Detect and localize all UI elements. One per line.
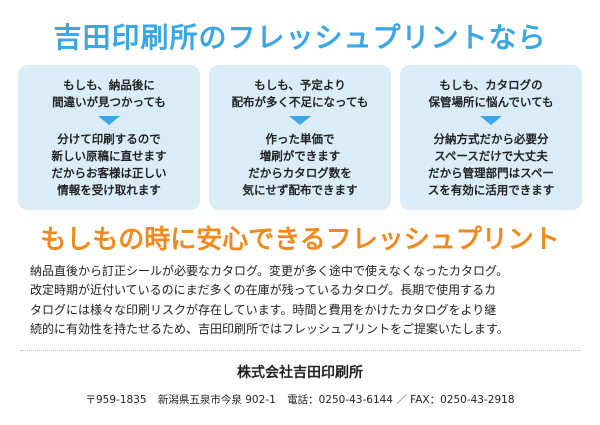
card-result-line: だからお客様は正しい (51, 166, 167, 180)
card-condition-line: 保管場所に悩んでいても (428, 95, 554, 109)
phone-fax: 電話：0250-43-6144 ／ FAX：0250-43-2918 (287, 394, 515, 406)
subheadline: もしもの時に安心できるフレッシュプリント (40, 225, 560, 255)
card-result-line: 気にせず配布できます (242, 183, 358, 197)
headline: 吉田印刷所のフレッシュプリントなら (53, 21, 547, 54)
feature-card: もしも、カタログの 保管場所に悩んでいても 分納方式だから必要分 スペースだけで… (400, 65, 582, 210)
card-result-line: 作った単価で (265, 132, 335, 146)
feature-card: もしも、納品後に 間違いが見つかっても 分けて印刷するので 新しい原稿に直せます… (18, 65, 200, 210)
company-name: 株式会社吉田印刷所 (237, 365, 363, 381)
card-condition: もしも、カタログの 保管場所に悩んでいても (400, 77, 582, 113)
card-result: 作った単価で 増刷ができます だからカタログ数を 気にせず配布できます (209, 131, 391, 199)
card-condition-line: 間違いが見つかっても (52, 95, 166, 109)
body-paragraph: 納品直後から訂正シールが必要なカタログ。変更が多く途中で使えなくなったカタログ。… (30, 262, 578, 340)
divider (20, 350, 580, 351)
card-result-line: スを有効に活用できます (427, 183, 555, 197)
card-condition-line: 配布が多く不足になっても (231, 95, 369, 109)
card-result-line: 新しい原稿に直せます (51, 149, 167, 163)
body-line: 続的に有効性を持たせるため、吉田印刷所ではフレッシュプリントをご提案いたします。 (30, 322, 509, 337)
down-arrow-icon (480, 116, 502, 125)
card-result: 分納方式だから必要分 スペースだけで大丈夫 だから管理部門はスペー スを有効に活… (400, 131, 582, 199)
feature-cards: もしも、納品後に 間違いが見つかっても 分けて印刷するので 新しい原稿に直せます… (18, 65, 582, 210)
card-result-line: 分納方式だから必要分 (433, 132, 549, 146)
down-arrow-icon (289, 116, 311, 125)
postal-code: 〒959-1835 (85, 394, 147, 406)
card-result-line: 情報を受け取れます (57, 183, 161, 197)
card-condition: もしも、納品後に 間違いが見つかっても (18, 77, 200, 113)
card-result-line: 分けて印刷するので (57, 132, 161, 146)
card-result-line: だから管理部門はスペー (428, 166, 554, 180)
body-line: 納品直後から訂正シールが必要なカタログ。変更が多く途中で使えなくなったカタログ。 (30, 264, 509, 278)
feature-card: もしも、予定より 配布が多く不足になっても 作った単価で 増刷ができます だから… (209, 65, 391, 210)
card-result: 分けて印刷するので 新しい原稿に直せます だからお客様は正しい 情報を受け取れま… (18, 131, 200, 199)
card-condition: もしも、予定より 配布が多く不足になっても (209, 77, 391, 113)
card-result-line: だからカタログ数を (248, 166, 352, 180)
contact-info: 〒959-1835 新潟県五泉市今泉 902-1 電話：0250-43-6144… (0, 392, 600, 407)
card-result-line: 増刷ができます (259, 149, 341, 163)
card-result-line: スペースだけで大丈夫 (434, 149, 548, 163)
card-condition-line: もしも、予定より (254, 78, 346, 92)
street-address: 新潟県五泉市今泉 902-1 (157, 394, 276, 406)
card-condition-line: もしも、カタログの (439, 78, 543, 92)
down-arrow-icon (98, 116, 120, 125)
body-line: タログには様々な印刷リスクが存在しています。時間と費用をかけたカタログをより継 (30, 302, 497, 317)
body-line: 改定時期が近付いているのにまだ多くの在庫が残っているカタログ。長期で使用するカ (30, 283, 497, 298)
card-condition-line: もしも、納品後に (63, 78, 155, 92)
